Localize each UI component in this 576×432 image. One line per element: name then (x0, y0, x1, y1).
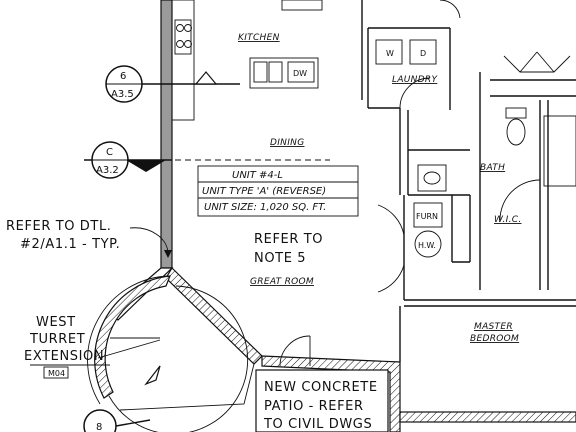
room-label-laundry: LAUNDRY (392, 75, 438, 85)
patio-note-line-2: PATIO - REFER (264, 399, 364, 414)
room-label-wic: W.I.C. (494, 215, 522, 225)
refer-detail-arrow (164, 250, 172, 258)
room-label-dining: DINING (270, 138, 304, 148)
refer-note-line-1: REFER TO (254, 232, 323, 247)
room-label-master-1: MASTER (474, 322, 513, 332)
refer-note-line-2: NOTE 5 (254, 251, 306, 266)
patio-note-line-1: NEW CONCRETE (264, 380, 378, 395)
room-label-kitchen: KITCHEN (238, 33, 280, 43)
patio-note-line-3: TO CIVIL DWGS (263, 417, 372, 432)
mechanical-closet (413, 202, 443, 258)
section-callout-letter: C (106, 147, 113, 158)
refer-detail-line-2: #2/A1.1 - TYP. (20, 237, 120, 252)
room-label-bath: BATH (480, 163, 505, 173)
turret-label-line-3: EXTENSION (24, 349, 104, 364)
turret-label-frame (30, 339, 161, 379)
bubble-callout-8 (83, 409, 151, 432)
water-heater-label: H.W. (418, 241, 436, 250)
bath-fixtures (417, 51, 576, 192)
patio-note-box (255, 369, 389, 432)
detail-callout-number: 6 (120, 71, 126, 82)
room-label-master-2: BEDROOM (470, 334, 519, 344)
room-label-great-room: GREAT ROOM (250, 277, 314, 287)
unit-number: UNIT #4-L (232, 170, 283, 181)
washer-label: W (386, 49, 394, 58)
section-callout-sheet: A3.2 (96, 165, 119, 176)
unit-type: UNIT TYPE 'A' (REVERSE) (202, 186, 326, 197)
detail-callout-6 (105, 65, 240, 103)
turret-tag: M04 (48, 369, 65, 378)
turret-label-line-1: WEST (36, 315, 76, 330)
unit-info-box (197, 165, 359, 217)
dishwasher-label: DW (293, 69, 307, 78)
detail-callout-sheet: A3.5 (111, 89, 134, 100)
bubble-callout-number: 8 (96, 422, 102, 432)
furnace-label: FURN (416, 212, 438, 221)
turret-label-line-2: TURRET (29, 332, 85, 347)
refer-detail-line-1: REFER TO DTL. (6, 219, 112, 234)
laundry-fixtures (375, 39, 437, 65)
section-callout-c (84, 141, 172, 179)
interior-walls (361, 0, 576, 362)
turret-walls (87, 267, 263, 432)
kitchen-fixtures (171, 0, 330, 161)
dryer-label: D (420, 49, 426, 58)
unit-size: UNIT SIZE: 1,020 SQ. FT. (204, 202, 326, 213)
